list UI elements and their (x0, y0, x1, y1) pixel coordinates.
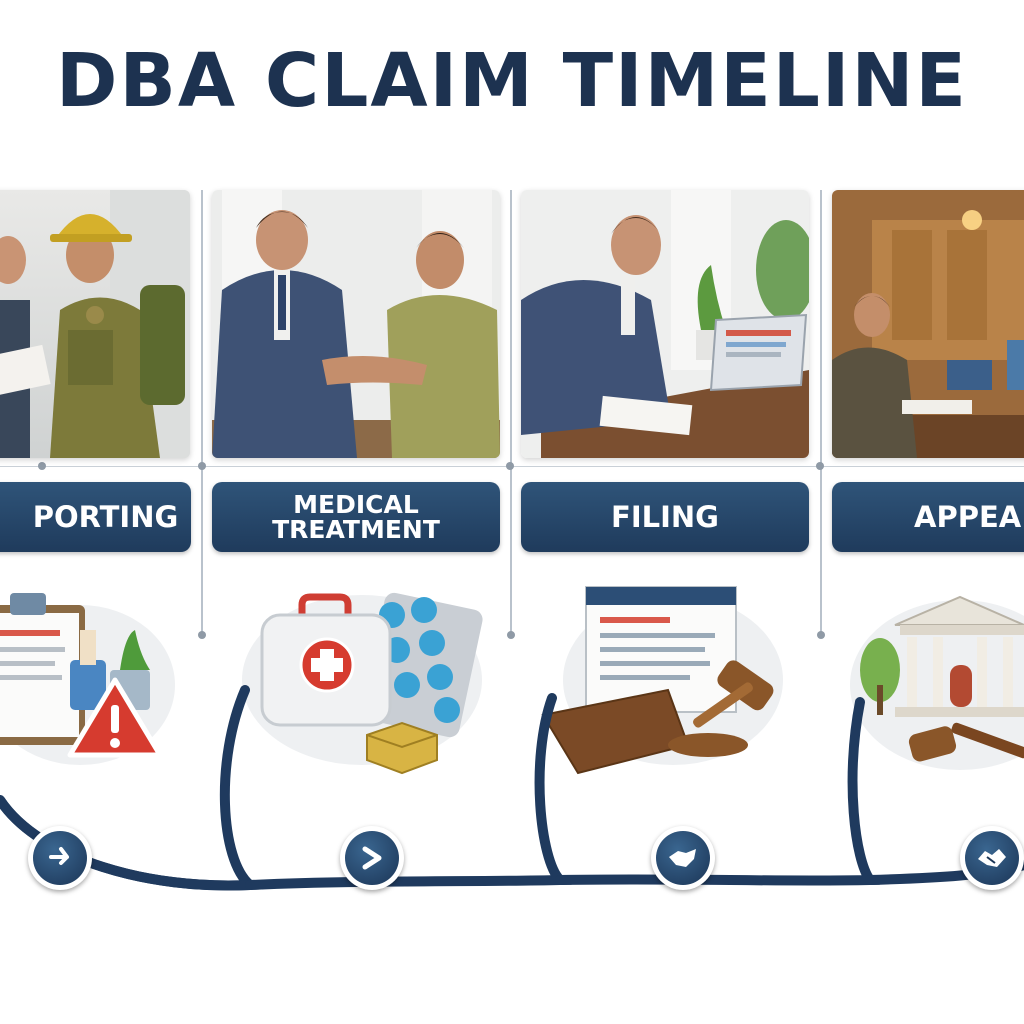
courtroom-photo (832, 190, 1024, 458)
rule-dot (506, 462, 514, 470)
timeline-flow-path (0, 685, 1024, 891)
chevron-right-icon (345, 831, 399, 885)
stage-label-text: FILING (611, 499, 719, 534)
flow-node (960, 826, 1024, 890)
flow-node (340, 826, 404, 890)
rule-dot (198, 462, 206, 470)
map-shape-icon (656, 831, 710, 885)
soldier-reporting-photo (0, 190, 190, 458)
stage-label-appeal: APPEA (832, 482, 1024, 552)
flow-node (651, 826, 715, 890)
stage-label-text: MEDICAL TREATMENT (226, 492, 486, 542)
stage-label-reporting: PORTING (0, 482, 191, 552)
column-divider (198, 190, 206, 639)
document-gavel-icon (538, 575, 808, 795)
courthouse-gavel-icon (845, 575, 1024, 795)
page-title: DBA CLAIM TIMELINE (56, 38, 968, 124)
arrow-right-icon (33, 831, 87, 885)
rule-dot (38, 462, 46, 470)
stage-label-line2: TREATMENT (272, 515, 440, 544)
stage-label-text: PORTING (32, 499, 179, 534)
clipboard-warning-icon (0, 575, 190, 795)
first-aid-kit-icon (232, 575, 492, 795)
flow-node (28, 826, 92, 890)
medical-treatment-photo (212, 190, 500, 458)
stage-label-line1: MEDICAL (293, 490, 419, 519)
rule-dot (816, 462, 824, 470)
filing-photo (521, 190, 809, 458)
stage-label-text: APPEA (914, 499, 1022, 534)
handshake-icon (965, 831, 1019, 885)
stage-label-medical-treatment: MEDICAL TREATMENT (212, 482, 500, 552)
column-divider (817, 190, 825, 639)
column-divider (507, 190, 515, 639)
stage-label-filing: FILING (521, 482, 809, 552)
